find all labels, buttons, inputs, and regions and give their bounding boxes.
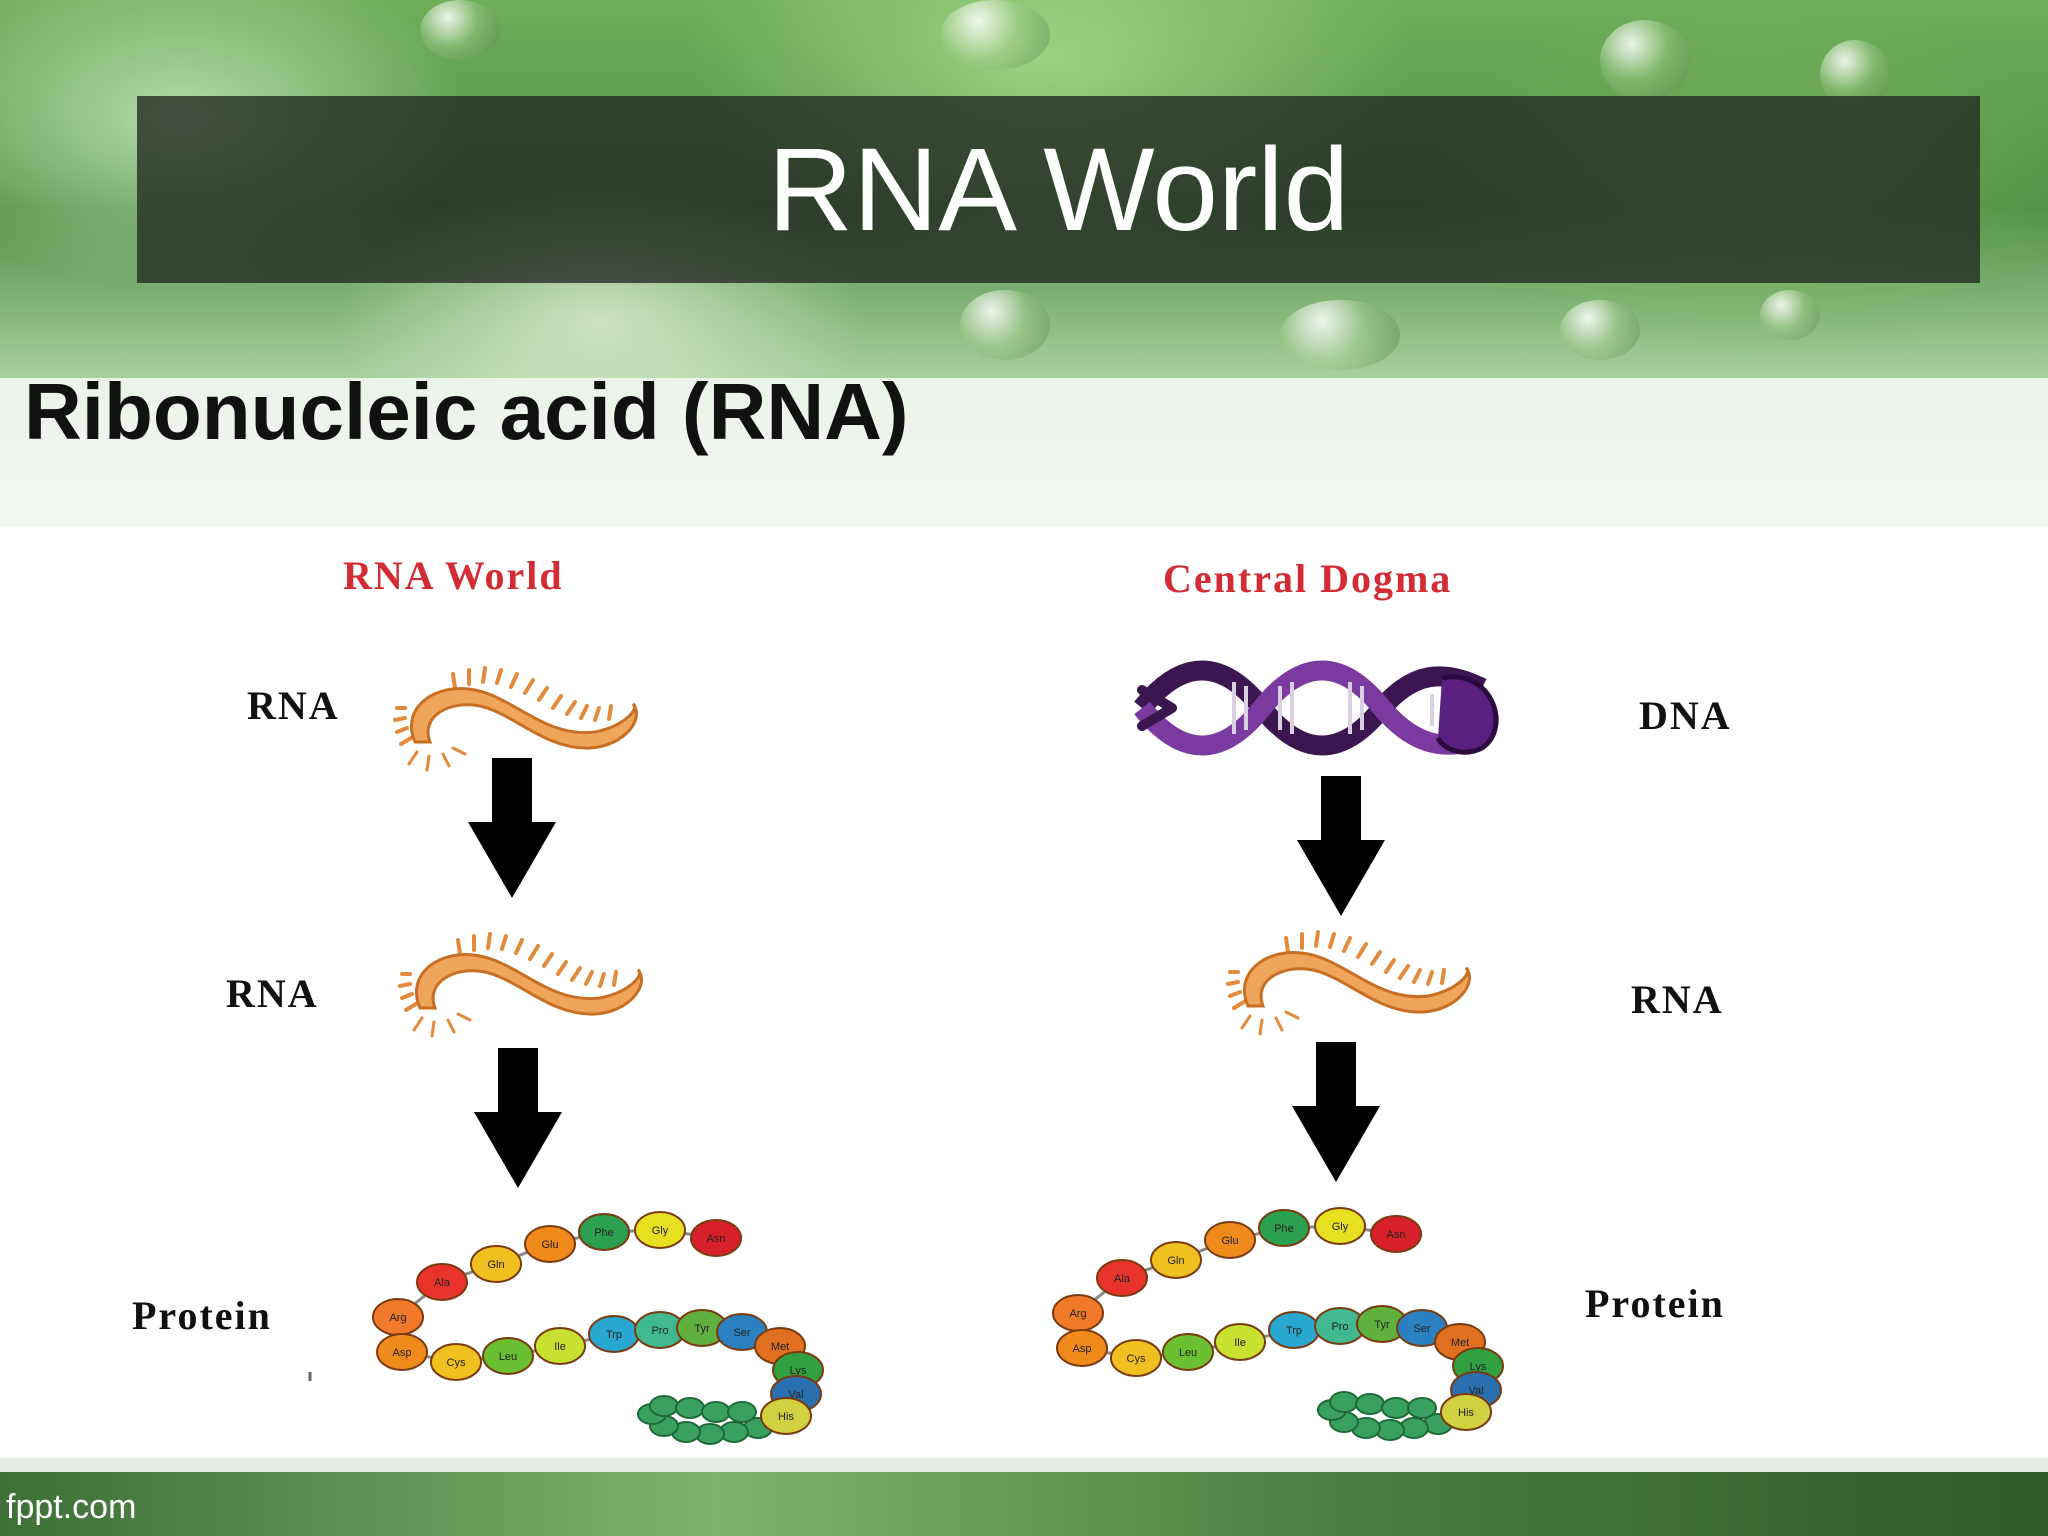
amino-acid-bead (1162, 1333, 1214, 1371)
amino-acid-label: Tyr (694, 1323, 710, 1335)
down-arrow-icon (468, 758, 556, 898)
amino-acid-bead (1204, 1221, 1256, 1259)
amino-acid-bead (1096, 1259, 1148, 1297)
amino-acid-bead (1381, 1397, 1411, 1419)
amino-acid-bead (1258, 1209, 1310, 1247)
amino-acid-bead (1370, 1215, 1422, 1253)
rna-strand-icon (398, 932, 644, 1038)
left-label-protein: Protein (132, 1293, 272, 1338)
rna-strand-icon (1226, 930, 1472, 1036)
amino-acid-label: Trp (1286, 1325, 1302, 1337)
down-arrow-icon (1292, 1042, 1380, 1182)
leaf-background-bottom (0, 1472, 2048, 1536)
rna-strand-icon (393, 666, 639, 772)
amino-acid-bead (416, 1263, 468, 1301)
amino-acid-label: Cys (447, 1357, 466, 1369)
amino-acid-bead (534, 1327, 586, 1365)
amino-acid-label: Asp (1073, 1343, 1092, 1355)
amino-acid-label: Cys (1127, 1353, 1146, 1365)
amino-acid-label: Phe (1274, 1223, 1294, 1235)
amino-acid-bead (1314, 1207, 1366, 1245)
amino-acid-label: Gly (652, 1225, 669, 1237)
amino-acid-label: Pro (1331, 1321, 1348, 1333)
amino-acid-bead (690, 1219, 742, 1257)
amino-acid-label: Glu (541, 1239, 558, 1251)
amino-acid-label: Leu (499, 1351, 517, 1363)
amino-acid-bead (727, 1401, 757, 1423)
amino-acid-bead (675, 1397, 705, 1419)
down-arrow-icon (1297, 776, 1385, 916)
amino-acid-label: Lys (790, 1365, 807, 1377)
amino-acid-label: Asn (1387, 1229, 1406, 1241)
amino-acid-bead (1110, 1339, 1162, 1377)
diagram-panel (0, 526, 2048, 1458)
amino-acid-bead (376, 1333, 428, 1371)
amino-acid-label: Trp (606, 1329, 622, 1341)
amino-acid-label: Arg (389, 1312, 406, 1324)
left-label-rna-1: RNA (247, 683, 340, 728)
amino-acid-label: His (1458, 1407, 1474, 1419)
amino-acid-label: Pro (651, 1325, 668, 1337)
amino-acid-label: Glu (1221, 1235, 1238, 1247)
amino-acid-bead (1407, 1397, 1437, 1419)
slide-subtitle: Ribonucleic acid (RNA) (24, 367, 909, 456)
slide-title: RNA World (767, 123, 1350, 256)
left-label-rna-2: RNA (226, 971, 319, 1016)
amino-acid-bead (634, 1211, 686, 1249)
amino-acid-label: Met (1451, 1337, 1469, 1349)
amino-acid-bead (524, 1225, 576, 1263)
amino-acid-bead (1056, 1329, 1108, 1367)
amino-acid-bead (482, 1337, 534, 1375)
amino-acid-label: Ile (554, 1341, 566, 1353)
amino-acid-bead (430, 1343, 482, 1381)
amino-acid-label: Ser (733, 1327, 750, 1339)
amino-acid-label: Ile (1234, 1337, 1246, 1349)
amino-acid-bead (1355, 1393, 1385, 1415)
amino-acid-label: Asp (393, 1347, 412, 1359)
amino-acid-label: Lys (1470, 1361, 1487, 1373)
down-arrow-icon (474, 1048, 562, 1188)
amino-acid-bead (1214, 1323, 1266, 1361)
amino-acid-label: Phe (594, 1227, 614, 1239)
amino-acid-label: His (778, 1411, 794, 1423)
rna-world-heading: RNA World (343, 553, 564, 598)
amino-acid-label: Tyr (1374, 1319, 1390, 1331)
amino-acid-label: Arg (1069, 1308, 1086, 1320)
amino-acid-label: Gly (1332, 1221, 1349, 1233)
central-dogma-heading: Central Dogma (1163, 556, 1453, 601)
amino-acid-label: Asn (707, 1233, 726, 1245)
amino-acid-label: Met (771, 1341, 789, 1353)
title-bar: RNA World (137, 96, 1980, 283)
amino-acid-bead (470, 1245, 522, 1283)
amino-acid-label: Gln (487, 1259, 504, 1271)
amino-acid-label: Leu (1179, 1347, 1197, 1359)
right-label-protein: Protein (1585, 1281, 1725, 1326)
amino-acid-bead (649, 1395, 679, 1417)
footer-band (0, 1458, 2048, 1472)
amino-acid-label: Ala (434, 1277, 451, 1289)
amino-acid-bead (1150, 1241, 1202, 1279)
amino-acid-bead (760, 1397, 812, 1435)
amino-acid-label: Gln (1167, 1255, 1184, 1267)
footer-credit: fppt.com (6, 1488, 137, 1526)
amino-acid-bead (1440, 1393, 1492, 1431)
amino-acid-label: Ser (1413, 1323, 1430, 1335)
amino-acid-label: Ala (1114, 1273, 1131, 1285)
right-label-dna: DNA (1639, 693, 1732, 738)
amino-acid-bead (701, 1401, 731, 1423)
dna-helix-icon (1134, 660, 1499, 756)
amino-acid-bead (1329, 1391, 1359, 1413)
subtitle-band (0, 378, 2048, 526)
amino-acid-bead (578, 1213, 630, 1251)
right-label-rna: RNA (1631, 977, 1724, 1022)
